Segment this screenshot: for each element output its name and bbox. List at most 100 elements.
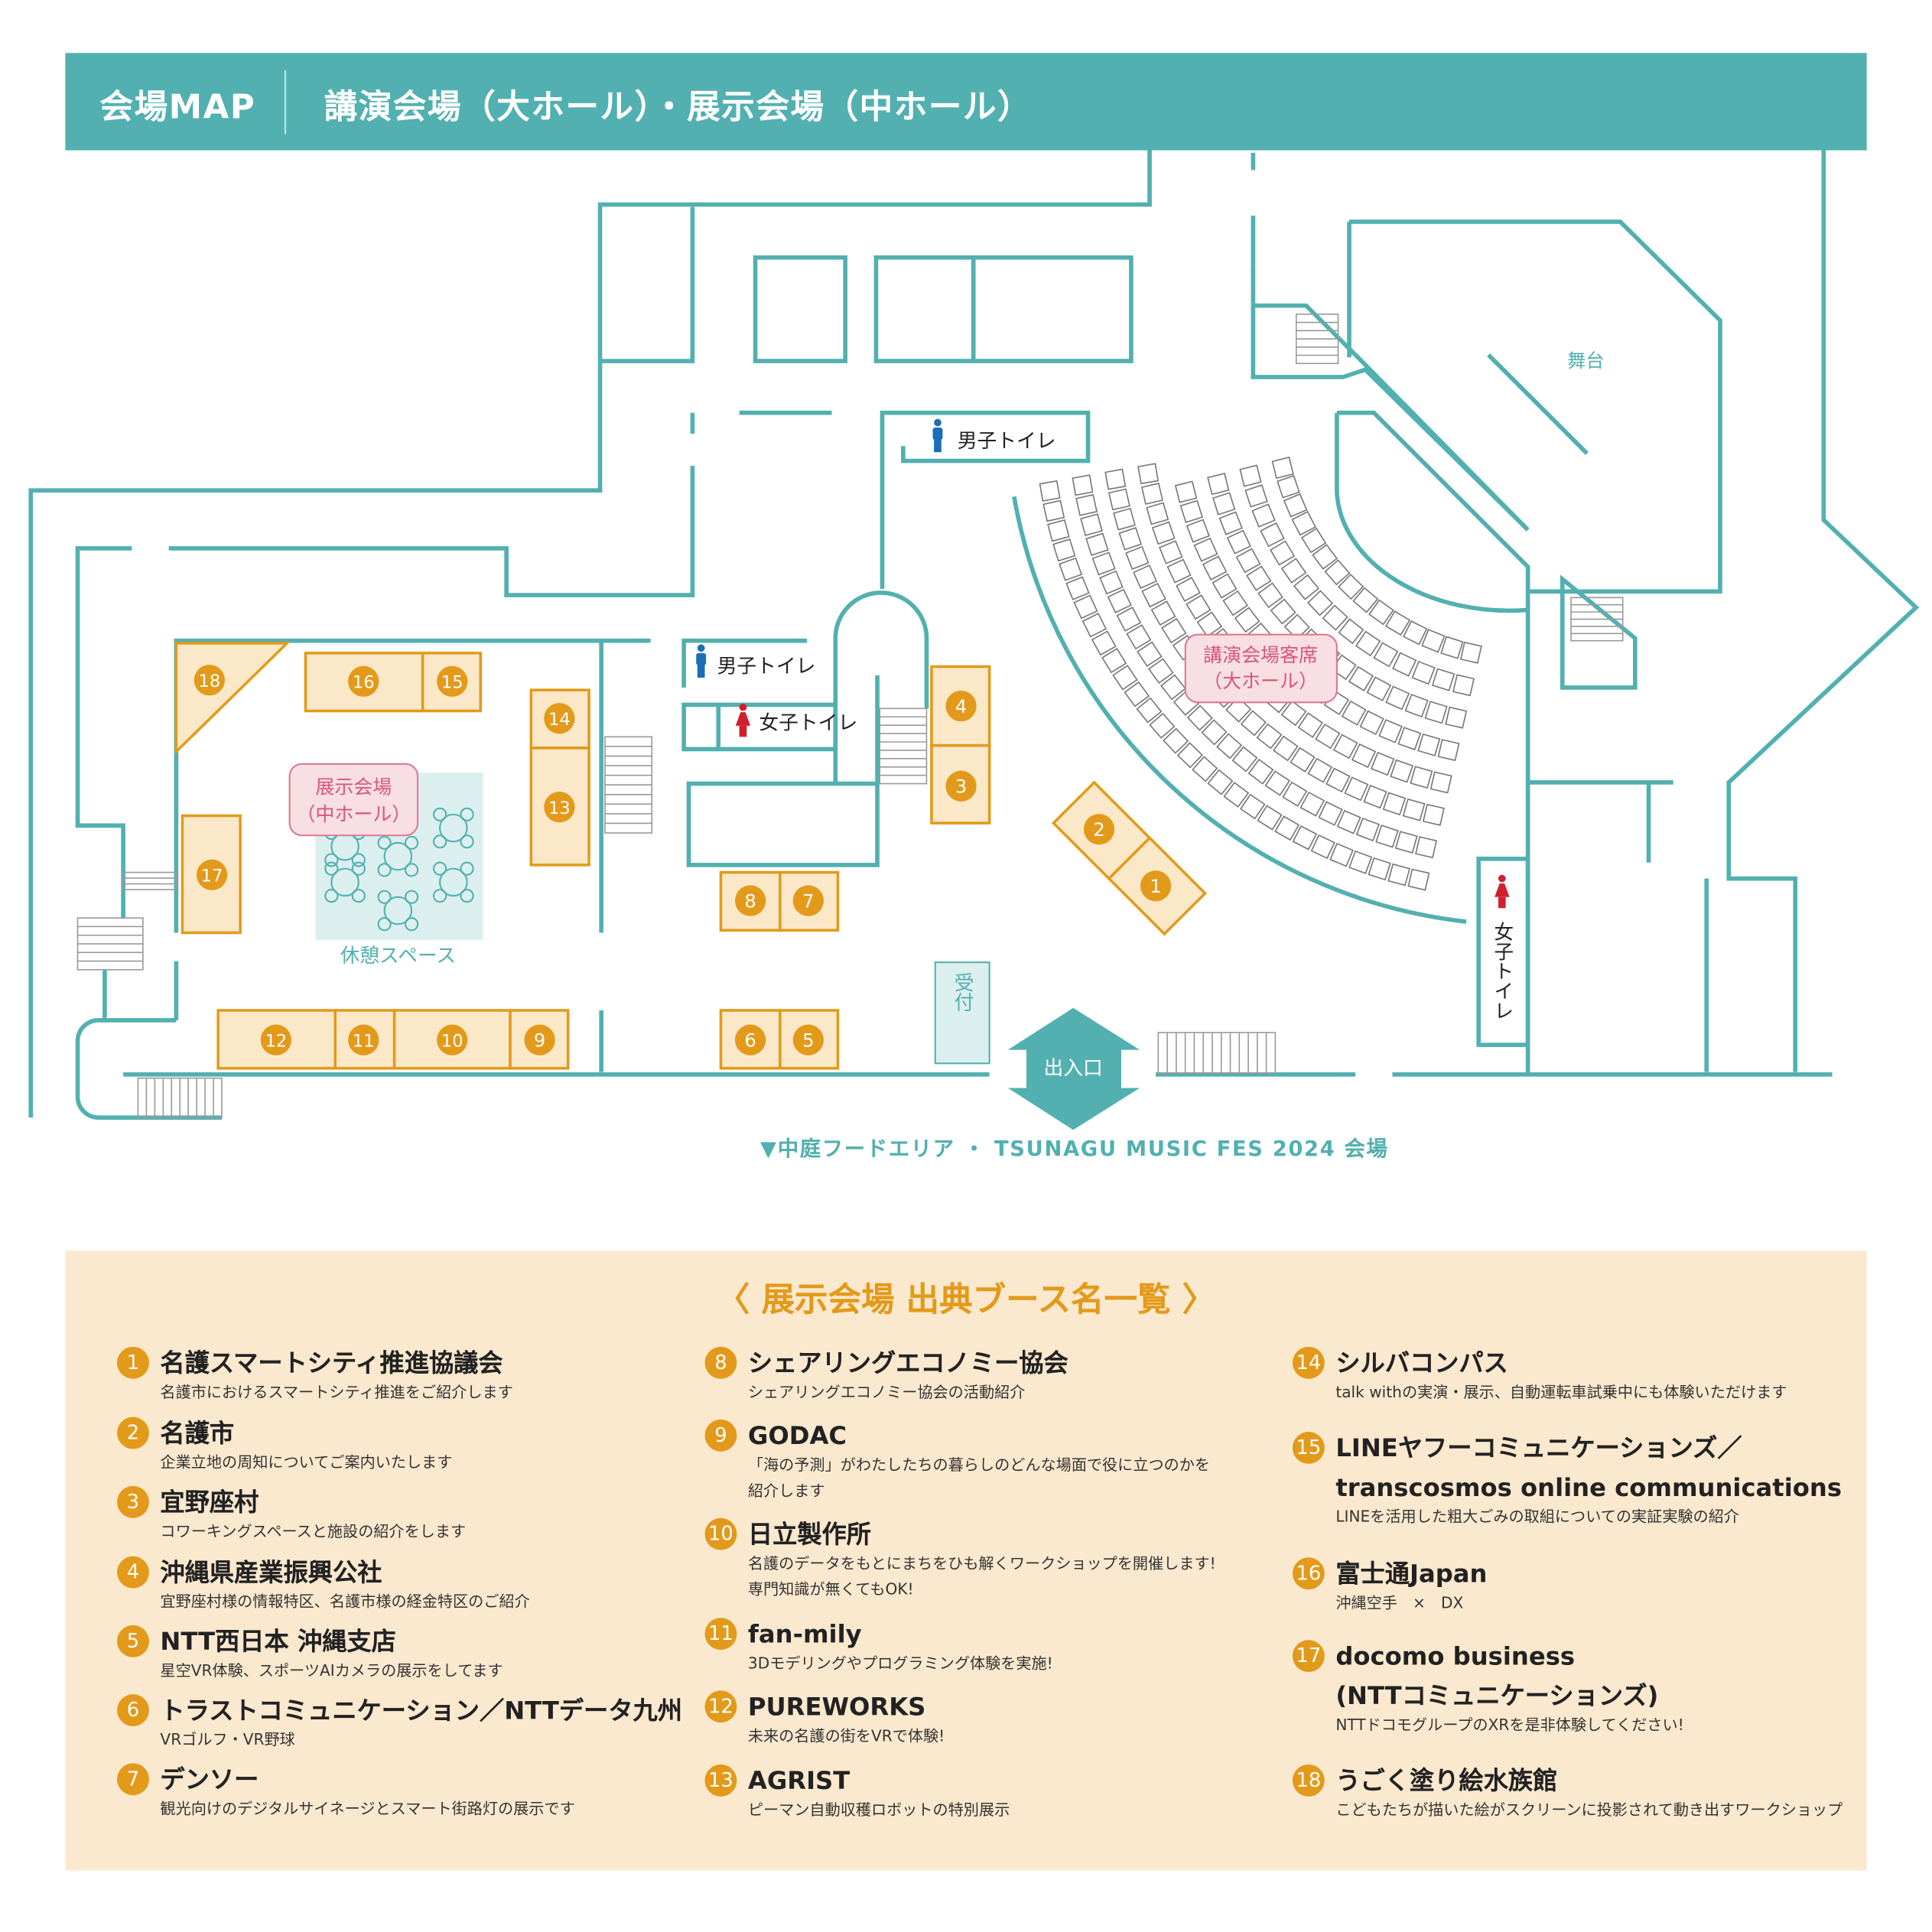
chair <box>351 853 366 867</box>
booth-number: 13 <box>548 798 571 818</box>
seat <box>1091 551 1116 576</box>
booth-number: 12 <box>265 1032 288 1052</box>
table <box>383 896 413 925</box>
seat <box>1124 681 1150 707</box>
chair <box>460 889 474 903</box>
seat <box>1329 842 1354 867</box>
seat <box>1312 544 1338 570</box>
seat <box>1150 600 1176 626</box>
booth-7[interactable]: 7 <box>778 870 840 932</box>
seat <box>1112 665 1138 691</box>
seat <box>1218 511 1243 535</box>
booth-list-title: 〈 展示会場 出典ブース名一覧 〉 <box>716 1281 1216 1320</box>
booth-12[interactable]: 12 <box>216 1009 337 1070</box>
booth-number-badge <box>734 1024 766 1055</box>
lecture-hall-label-line1: 講演会場客席 <box>1203 644 1318 666</box>
stage-label: 舞台 <box>1567 350 1604 372</box>
booth-name: シェアリングエコノミー協会 <box>747 1348 1068 1378</box>
exhibit-hall-label-line1: 展示会場 <box>315 776 392 798</box>
booth-name: docomo business <box>1335 1641 1576 1671</box>
booth-description: 沖縄空手 × DX <box>1335 1593 1464 1612</box>
chair <box>433 861 447 876</box>
booth-description: VRゴルフ・VR野球 <box>160 1729 295 1749</box>
seat <box>1355 817 1380 842</box>
seat <box>1368 599 1394 626</box>
booth-list-panel: 〈 展示会場 出典ブース名一覧 〉 <box>65 1251 1867 1871</box>
booth-18[interactable]: 18 <box>174 642 291 755</box>
booth-5[interactable]: 5 <box>778 1009 840 1070</box>
seat <box>1080 513 1103 536</box>
seat <box>1297 712 1324 738</box>
entrance[interactable]: 出入口 <box>1007 1007 1140 1130</box>
table <box>383 841 413 871</box>
seat <box>1212 573 1238 599</box>
seat <box>1338 618 1364 645</box>
booth-description: 専門知識が無くてもOK! <box>747 1579 914 1599</box>
seat <box>1348 665 1374 691</box>
seat <box>1161 617 1187 644</box>
seat <box>1192 756 1218 782</box>
seat <box>1299 791 1325 817</box>
chair <box>433 834 447 849</box>
mens-toilet-2: 男子トイレ <box>696 644 815 678</box>
male-icon <box>932 418 943 453</box>
booth-4[interactable]: 4 <box>930 665 991 747</box>
booth-3[interactable]: 3 <box>930 743 991 825</box>
booth-name: 日立製作所 <box>747 1519 871 1550</box>
seat <box>1415 836 1438 859</box>
seat <box>1344 776 1369 802</box>
booth-10[interactable]: 10 <box>392 1009 512 1070</box>
seat <box>1375 825 1399 848</box>
seat <box>1240 710 1267 737</box>
booth-11[interactable]: 11 <box>333 1009 396 1070</box>
booth-number-badge: 13 <box>704 1764 737 1797</box>
seat <box>1137 463 1160 485</box>
seat <box>1047 519 1070 542</box>
seat <box>1359 710 1384 736</box>
chair <box>377 835 392 851</box>
seat <box>1336 809 1361 834</box>
audience-seats <box>1039 456 1482 891</box>
seat <box>1163 727 1189 754</box>
booth-2[interactable]: 2 <box>1051 780 1152 881</box>
seat <box>1085 532 1109 556</box>
seat <box>1118 527 1143 551</box>
seat <box>1403 620 1428 646</box>
seat <box>1166 558 1192 584</box>
booth-name: GODAC <box>747 1420 847 1451</box>
table <box>439 867 468 897</box>
header-divider <box>285 70 286 135</box>
booth-number-badge: 2 <box>117 1416 149 1449</box>
seat <box>1075 493 1098 516</box>
booth-number: 18 <box>199 672 221 691</box>
seat <box>1260 522 1285 548</box>
chair <box>324 853 339 867</box>
booth-number-badge: 3 <box>117 1485 149 1518</box>
womens-toilet-1-label: 女子トイレ <box>759 712 857 735</box>
seat <box>1394 831 1418 854</box>
booth-13[interactable]: 13 <box>529 746 590 867</box>
booth-number-badge: 14 <box>1292 1346 1325 1379</box>
booth-number-badge: 17 <box>1292 1640 1325 1673</box>
wall <box>600 207 695 363</box>
staircase <box>122 871 177 890</box>
booth-9[interactable]: 9 <box>509 1009 570 1070</box>
walls <box>28 150 1920 1120</box>
seat <box>1366 676 1392 702</box>
booth-description: LINEを活用した粗大ごみの取組についての実証実験の紹介 <box>1335 1507 1739 1526</box>
seat <box>1201 719 1228 746</box>
seat <box>1387 863 1410 886</box>
seat <box>1251 503 1276 528</box>
booth-8[interactable]: 8 <box>719 870 782 932</box>
booth-6[interactable]: 6 <box>719 1009 782 1070</box>
seat <box>1437 739 1460 762</box>
booth-14[interactable]: 14 <box>529 688 590 750</box>
stage-wall <box>1349 220 1722 594</box>
seat <box>1126 624 1152 650</box>
lecture-hall-label-box <box>1184 633 1338 704</box>
exhibit-hall-label: 展示会場 （中ホール） <box>288 763 419 837</box>
booth-17[interactable]: 17 <box>181 814 242 935</box>
booth-16[interactable]: 16 <box>304 652 424 713</box>
staircase <box>1157 1032 1277 1074</box>
booth-15[interactable]: 15 <box>421 652 483 713</box>
